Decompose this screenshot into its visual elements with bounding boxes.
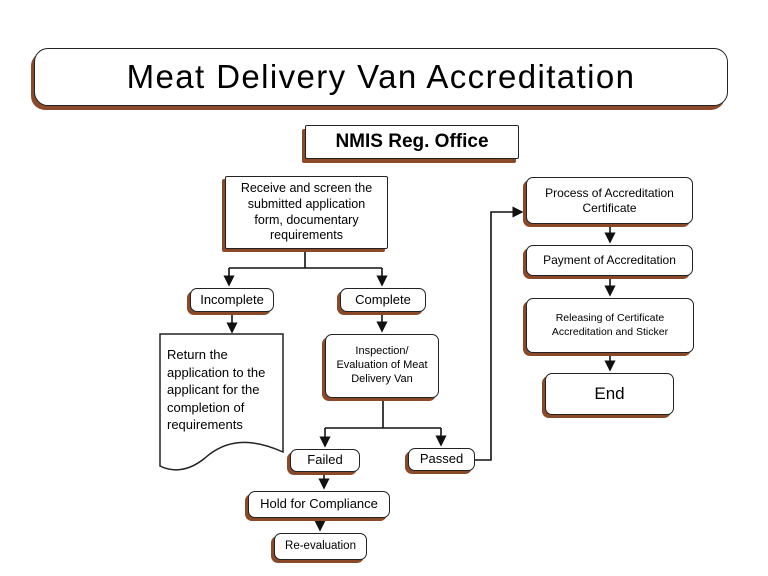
connector-receive-split: [229, 249, 382, 269]
step-inspection: Inspection/ Evaluation of Meat Delivery …: [325, 334, 439, 398]
connector-inspection-split: [325, 398, 441, 429]
connector-passed-to-process: [475, 206, 524, 461]
diagram-title: Meat Delivery Van Accreditation: [34, 48, 728, 106]
step-incomplete: Incomplete: [190, 288, 274, 312]
step-process-certificate: Process of Accreditation Certificate: [526, 177, 693, 224]
step-complete: Complete: [340, 288, 426, 312]
return-document-shape: [159, 333, 284, 471]
step-releasing-certificate: Releasing of Certificate Accreditation a…: [526, 298, 694, 353]
step-hold-for-compliance: Hold for Compliance: [248, 491, 390, 518]
step-end: End: [545, 373, 674, 415]
step-return-application: Return the application to the applicant …: [167, 347, 266, 432]
step-payment: Payment of Accreditation: [526, 245, 693, 276]
step-passed: Passed: [408, 448, 475, 471]
step-re-evaluation: Re-evaluation: [274, 533, 367, 560]
step-failed: Failed: [290, 449, 360, 472]
step-receive-screen: Receive and screen the submitted applica…: [225, 176, 388, 249]
office-label: NMIS Reg. Office: [305, 125, 519, 159]
